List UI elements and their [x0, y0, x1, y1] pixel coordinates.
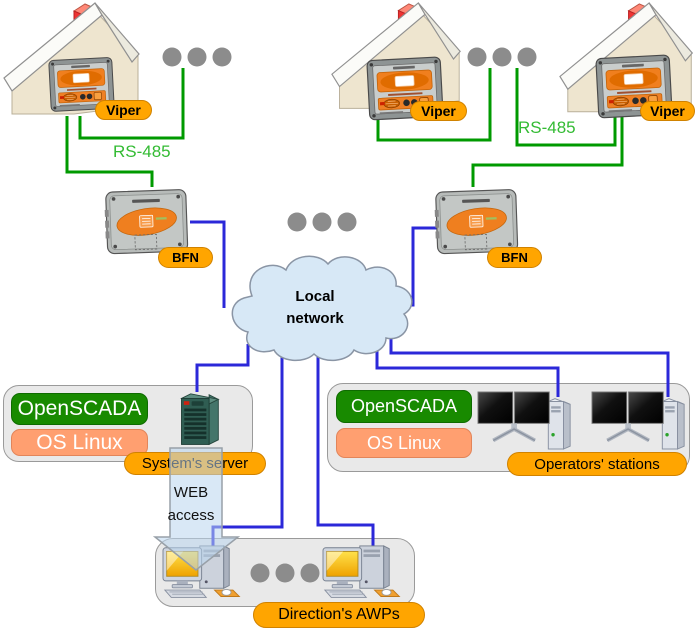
ellipsis-dots-icon	[287, 212, 357, 232]
bfn-label: BFN	[158, 247, 213, 268]
rs485-label: RS-485	[113, 142, 171, 161]
network-lines	[190, 220, 670, 556]
viper-label: Viper	[95, 100, 152, 120]
rs485-line	[376, 68, 492, 142]
viper-label: Viper	[410, 101, 467, 121]
ellipsis-dots-icon	[467, 47, 537, 67]
dual-monitor-workstation-icon	[476, 390, 573, 451]
os-linux-badge: OS Linux	[336, 428, 472, 458]
web-access-label: WEB access	[167, 484, 215, 525]
rs485-label: RS-485	[518, 118, 576, 137]
network-line	[195, 344, 250, 392]
network-line	[316, 348, 375, 556]
operators-stations-caption: Operators' stations	[507, 452, 687, 476]
network-cloud-icon	[231, 255, 413, 362]
network-label: Local network	[286, 288, 344, 327]
rs485-line	[78, 68, 185, 140]
rs485-line	[515, 68, 617, 147]
dual-monitor-workstation-icon	[590, 390, 687, 451]
ellipsis-dots-icon	[250, 563, 320, 583]
rs485-line	[65, 116, 154, 187]
bfn-label: BFN	[487, 247, 542, 268]
rs485-bus-lines	[65, 68, 624, 187]
openscada-badge: OpenSCADA	[336, 390, 472, 423]
os-linux-badge: OS Linux	[11, 429, 148, 456]
ellipsis-dots-icon	[162, 47, 232, 67]
desktop-computer-icon	[322, 545, 400, 598]
down-arrow-icon	[152, 447, 241, 571]
openscada-badge: OpenSCADA	[11, 393, 148, 425]
rs485-line	[471, 116, 624, 187]
controller-box-icon	[103, 188, 189, 255]
viper-label: Viper	[640, 101, 695, 121]
network-line	[375, 340, 560, 397]
controller-box-icon	[433, 188, 519, 255]
network-line	[190, 220, 226, 308]
direction-awps-caption: Direction's AWPs	[253, 602, 425, 628]
web-access-arrow	[152, 447, 241, 571]
network-line	[389, 303, 670, 397]
server-tower-icon	[181, 393, 219, 445]
